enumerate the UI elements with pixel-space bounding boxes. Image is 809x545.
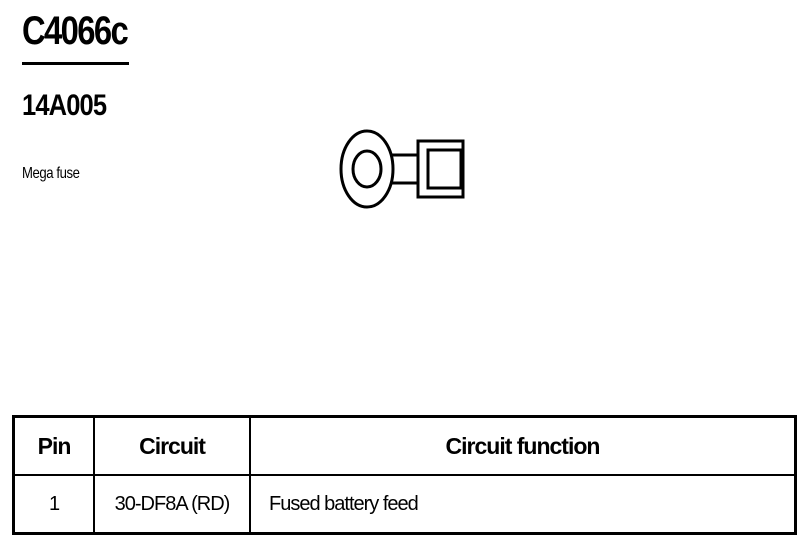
title-underline (22, 62, 129, 65)
connector-description: Mega fuse (22, 165, 80, 182)
circuit-function-cell: Fused battery feed (249, 474, 797, 535)
connector-id: C4066c (22, 9, 129, 53)
table-row: 1 30-DF8A (RD) Fused battery feed (12, 474, 797, 535)
table-header-row: Pin Circuit Circuit function (12, 415, 797, 476)
ring-terminal-connector-icon (339, 129, 465, 209)
column-header-circuit: Circuit (93, 415, 251, 476)
column-header-pin: Pin (12, 415, 95, 476)
part-number: 14A005 (22, 89, 107, 122)
pin-cell: 1 (12, 474, 95, 535)
pin-table: Pin Circuit Circuit function 1 30-DF8A (… (12, 415, 797, 535)
circuit-cell: 30-DF8A (RD) (93, 474, 251, 535)
column-header-circuit-function: Circuit function (249, 415, 797, 476)
